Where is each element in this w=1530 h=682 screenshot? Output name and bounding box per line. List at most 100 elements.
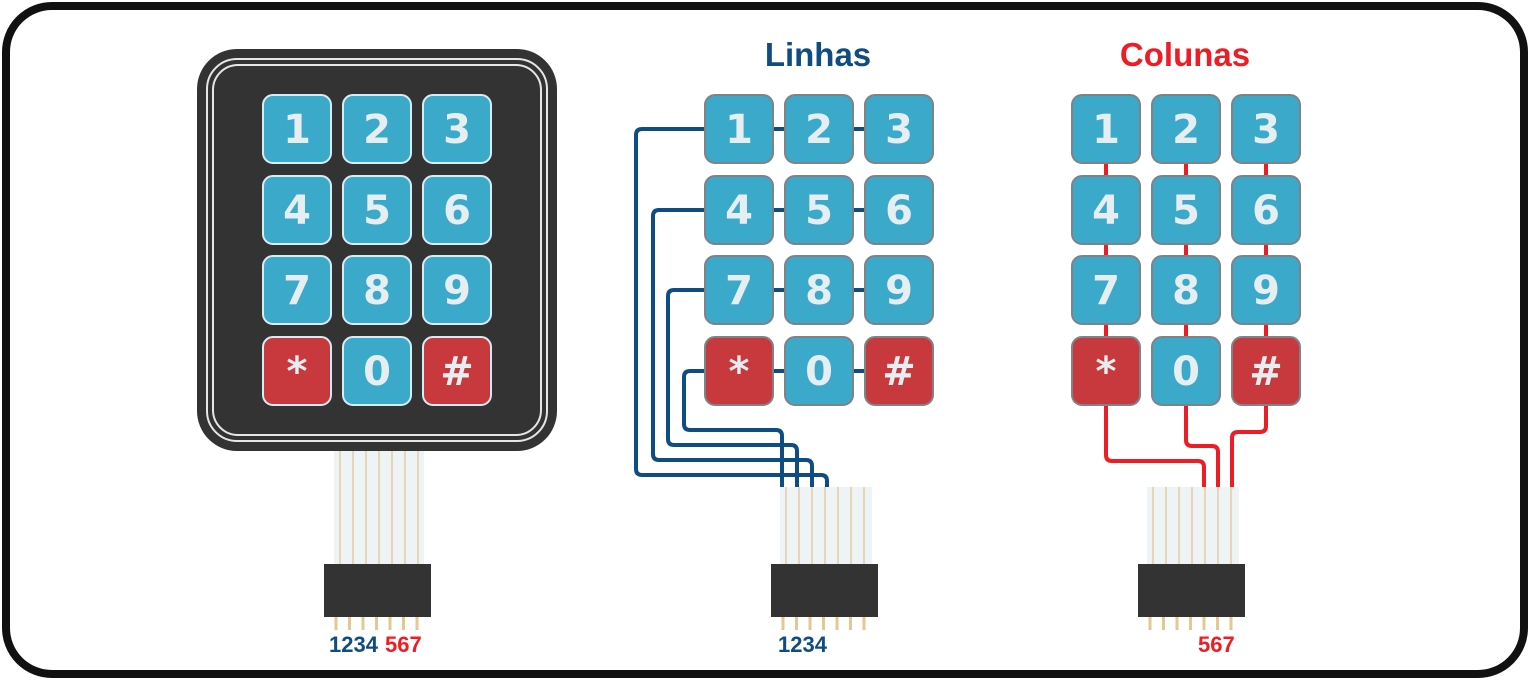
- key-label: 6: [443, 188, 471, 234]
- key-5: 5: [784, 175, 854, 245]
- key-hash: #: [1231, 336, 1301, 406]
- key-cap: [262, 255, 332, 325]
- header-pins: [1148, 617, 1233, 630]
- key-label: *: [729, 349, 750, 395]
- key-label: 6: [885, 188, 913, 234]
- key-5: 5: [342, 175, 412, 245]
- key-0: 0: [1151, 336, 1221, 406]
- key-4: 4: [262, 175, 332, 245]
- column-wires: [1104, 163, 1268, 490]
- membrane-border-outer: [206, 58, 548, 442]
- key-cap: [1151, 94, 1221, 164]
- key-cap: [262, 175, 332, 245]
- rows-title: Linhas: [765, 36, 871, 73]
- key-5: 5: [1151, 175, 1221, 245]
- key-label: 3: [443, 107, 471, 153]
- key-label: 3: [1252, 107, 1280, 153]
- key-1: 1: [262, 94, 332, 164]
- key-6: 6: [864, 175, 934, 245]
- key-9: 9: [422, 255, 492, 325]
- key-cap: [1071, 255, 1141, 325]
- key-cap: [342, 175, 412, 245]
- key-cap: [1071, 94, 1141, 164]
- column-bus-wire: [1230, 405, 1268, 490]
- header-pins: [781, 617, 866, 630]
- key-3: 3: [422, 94, 492, 164]
- key-label: 7: [283, 268, 311, 314]
- key-cap: [1151, 175, 1221, 245]
- key-label: 8: [363, 268, 391, 314]
- row-bus-wire: [651, 208, 814, 490]
- key-cap: [704, 94, 774, 164]
- key-cap: [262, 94, 332, 164]
- key-label: 3: [885, 107, 913, 153]
- key-label: 1: [1092, 107, 1120, 153]
- key-label: 7: [1092, 268, 1120, 314]
- key-cap: [864, 255, 934, 325]
- key-cap: [1231, 255, 1301, 325]
- key-2: 2: [342, 94, 412, 164]
- key-label: #: [1249, 349, 1283, 395]
- column-bus-wire: [1184, 405, 1220, 490]
- key-cap: [422, 255, 492, 325]
- row-bus-wire: [682, 369, 784, 490]
- key-cap: [1151, 336, 1221, 406]
- key-label: 4: [725, 188, 753, 234]
- key-cap: [784, 175, 854, 245]
- key-star: *: [704, 336, 774, 406]
- header-connector: [324, 564, 431, 617]
- key-label: 9: [885, 268, 913, 314]
- key-cap: [342, 94, 412, 164]
- pin-label-columns: 567: [385, 632, 422, 657]
- key-label: 9: [1252, 268, 1280, 314]
- key-label: 1: [725, 107, 753, 153]
- membrane-border-inner: [212, 64, 542, 436]
- key-cap: [1231, 336, 1301, 406]
- key-cap: [422, 336, 492, 406]
- key-cap: [422, 94, 492, 164]
- header-connector: [1138, 564, 1245, 617]
- key-cap: [1071, 175, 1141, 245]
- key-cap: [262, 336, 332, 406]
- column-bus-wire: [1104, 405, 1206, 490]
- key-label: 2: [805, 107, 833, 153]
- key-label: 0: [1172, 349, 1200, 395]
- key-cap: [864, 175, 934, 245]
- pin-label-rows: 1234: [329, 632, 379, 657]
- key-cap: [704, 336, 774, 406]
- key-1: 1: [1071, 94, 1141, 164]
- key-label: 0: [363, 349, 391, 395]
- key-label: 9: [443, 268, 471, 314]
- row-wires: [634, 127, 865, 490]
- columns-title: Colunas: [1120, 36, 1250, 73]
- key-star: *: [262, 336, 332, 406]
- key-8: 8: [784, 255, 854, 325]
- key-cap: [784, 255, 854, 325]
- key-8: 8: [1151, 255, 1221, 325]
- key-1: 1: [704, 94, 774, 164]
- key-cap: [342, 336, 412, 406]
- key-cap: [704, 175, 774, 245]
- ribbon-traces: [785, 487, 865, 566]
- key-cap: [1151, 255, 1221, 325]
- key-6: 6: [1231, 175, 1301, 245]
- key-label: 8: [1172, 268, 1200, 314]
- key-8: 8: [342, 255, 412, 325]
- key-cap: [422, 175, 492, 245]
- pin-label-rows: 1234: [778, 632, 828, 657]
- key-cap: [1231, 94, 1301, 164]
- key-label: #: [882, 349, 916, 395]
- key-0: 0: [342, 336, 412, 406]
- key-3: 3: [1231, 94, 1301, 164]
- key-cap: [864, 94, 934, 164]
- key-cap: [1231, 175, 1301, 245]
- key-7: 7: [262, 255, 332, 325]
- key-cap: [784, 336, 854, 406]
- ribbon-traces: [339, 450, 419, 566]
- key-7: 7: [704, 255, 774, 325]
- key-label: 5: [805, 188, 833, 234]
- key-label: 5: [363, 188, 391, 234]
